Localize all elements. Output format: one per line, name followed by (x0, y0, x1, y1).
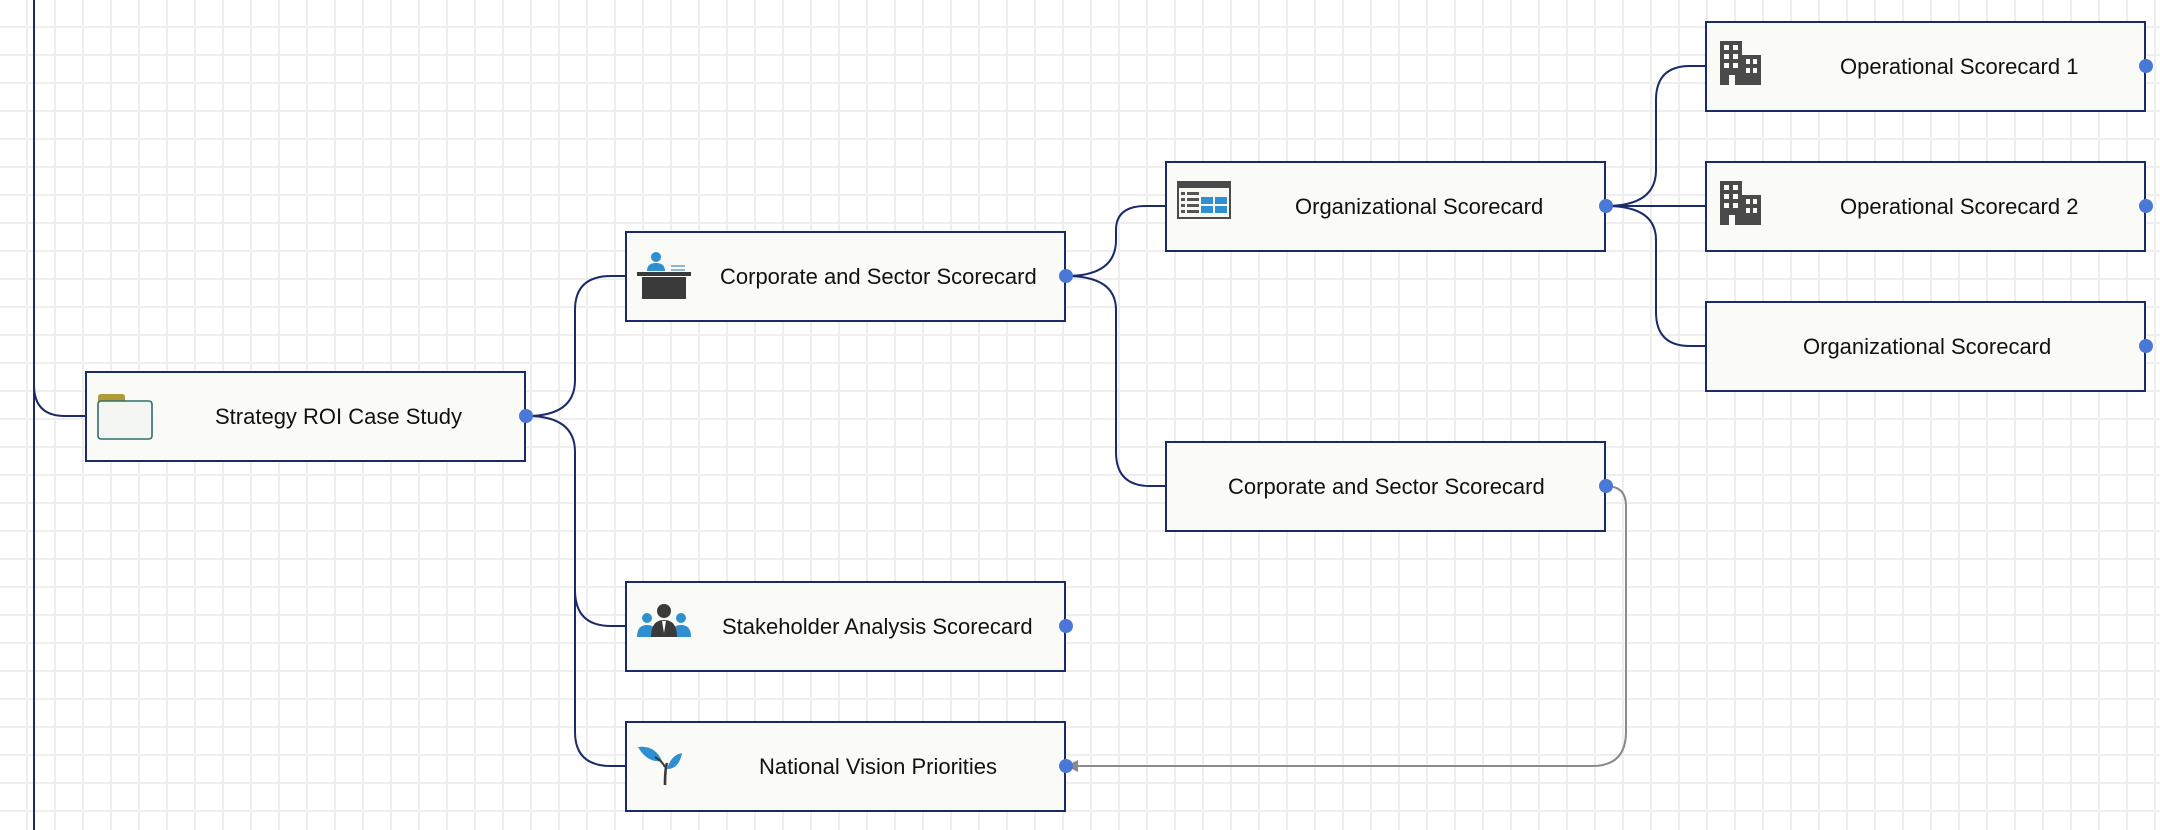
node-label: Organizational Scorecard (1803, 333, 2052, 359)
connection-port[interactable] (1059, 269, 1073, 283)
presenter-desk-icon (635, 251, 693, 305)
node-strategy-roi-case-study[interactable]: Strategy ROI Case Study (85, 371, 533, 462)
connector-organizational-1-to-operational-1 (1605, 65, 1707, 207)
connector-edge-to-strategy (33, 384, 86, 417)
connector-organizational-1-to-organizational-2 (1605, 205, 1707, 347)
connection-port[interactable] (2139, 339, 2153, 353)
node-label: Corporate and Sector Scorecard (1228, 473, 1545, 499)
connection-port[interactable] (1599, 199, 1613, 213)
node-operational-scorecard-1[interactable]: Operational Scorecard 1 (1705, 21, 2153, 112)
node-label: National Vision Priorities (759, 753, 998, 779)
node-label: Corporate and Sector Scorecard (720, 263, 1037, 289)
node-corporate-and-sector-scorecard[interactable]: Corporate and Sector Scorecard (625, 231, 1073, 322)
connection-port[interactable] (1599, 479, 1613, 493)
node-label: Strategy ROI Case Study (215, 403, 462, 429)
leaf-sprout-icon (635, 743, 693, 797)
node-label: Stakeholder Analysis Scorecard (722, 613, 1033, 639)
node-stakeholder-analysis-scorecard[interactable]: Stakeholder Analysis Scorecard (625, 581, 1073, 672)
connection-port[interactable] (1059, 759, 1073, 773)
connection-port[interactable] (1059, 619, 1073, 633)
connector-strategy-to-national (574, 590, 627, 767)
dashboard-list-icon (1175, 179, 1233, 233)
connector-corporate-1-to-corporate-2 (1065, 275, 1167, 487)
node-corporate-and-sector-scorecard-2[interactable]: Corporate and Sector Scorecard (1165, 441, 1613, 532)
connection-port[interactable] (519, 409, 533, 423)
building-icon (1715, 39, 1773, 93)
connector-strategy-to-corporate-1 (526, 275, 627, 417)
node-label: Operational Scorecard 1 (1840, 53, 2079, 79)
node-label: Organizational Scorecard (1295, 193, 1544, 219)
node-operational-scorecard-2[interactable]: Operational Scorecard 2 (1705, 161, 2153, 252)
node-label: Operational Scorecard 2 (1840, 193, 2079, 219)
people-group-icon (635, 603, 693, 657)
connector-strategy-to-stakeholder (526, 415, 627, 627)
node-organizational-scorecard-2[interactable]: Organizational Scorecard (1705, 301, 2153, 392)
node-organizational-scorecard[interactable]: Organizational Scorecard (1165, 161, 1613, 252)
connector-corporate-1-to-organizational-1 (1065, 205, 1167, 277)
node-national-vision-priorities[interactable]: National Vision Priorities (625, 721, 1073, 812)
building-icon (1715, 179, 1773, 233)
connection-port[interactable] (2139, 59, 2153, 73)
connector-corporate-2-to-national (1070, 485, 1627, 767)
folder-icon (95, 391, 153, 445)
connection-port[interactable] (2139, 199, 2153, 213)
